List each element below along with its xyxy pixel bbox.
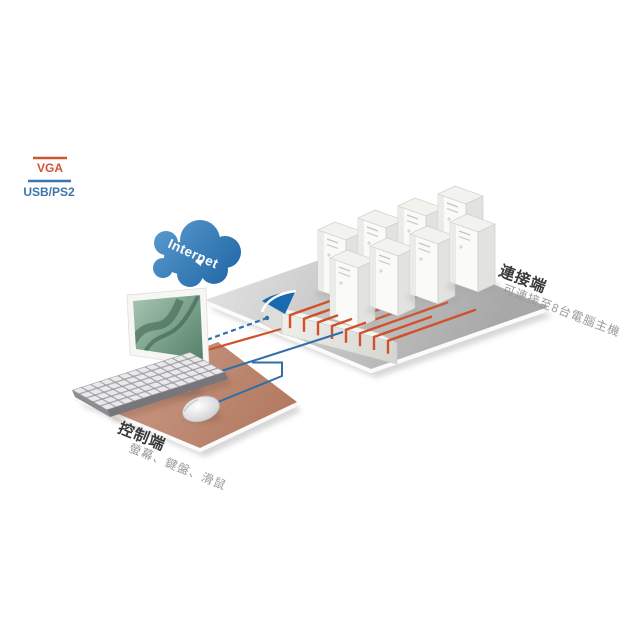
keyboard (72, 352, 233, 422)
internet-cloud: Internet (153, 220, 241, 287)
mouse-button-seam (183, 399, 199, 412)
server-tower (447, 214, 501, 293)
kvm-switch-logo-arc (260, 289, 297, 313)
keyboard-front-edge (107, 372, 228, 417)
keyboard-left-edge (72, 390, 110, 417)
vga-cable (344, 321, 367, 343)
legend-usb-label: USB/PS2 (23, 185, 75, 199)
vga-port-ticks (288, 306, 409, 354)
keyboard-cable (211, 331, 344, 375)
mouse (182, 395, 222, 423)
keyboard-keys (72, 352, 225, 410)
legend-vga-label: VGA (37, 161, 63, 175)
vga-cable (372, 328, 395, 350)
mouse-cable (217, 361, 283, 403)
kvm-switch-left (262, 302, 283, 335)
vga-cable (302, 310, 325, 332)
vga-cable (288, 306, 311, 329)
vga-monitor-cable (203, 327, 282, 353)
vga-cable (358, 325, 381, 347)
internet-cable-connector (264, 315, 270, 321)
vga-cable (316, 314, 339, 336)
vga-cable (386, 332, 409, 354)
kvm-switch-logo (262, 292, 295, 314)
monitor-screen-art (133, 295, 200, 358)
legend: VGA USB/PS2 (23, 156, 75, 199)
